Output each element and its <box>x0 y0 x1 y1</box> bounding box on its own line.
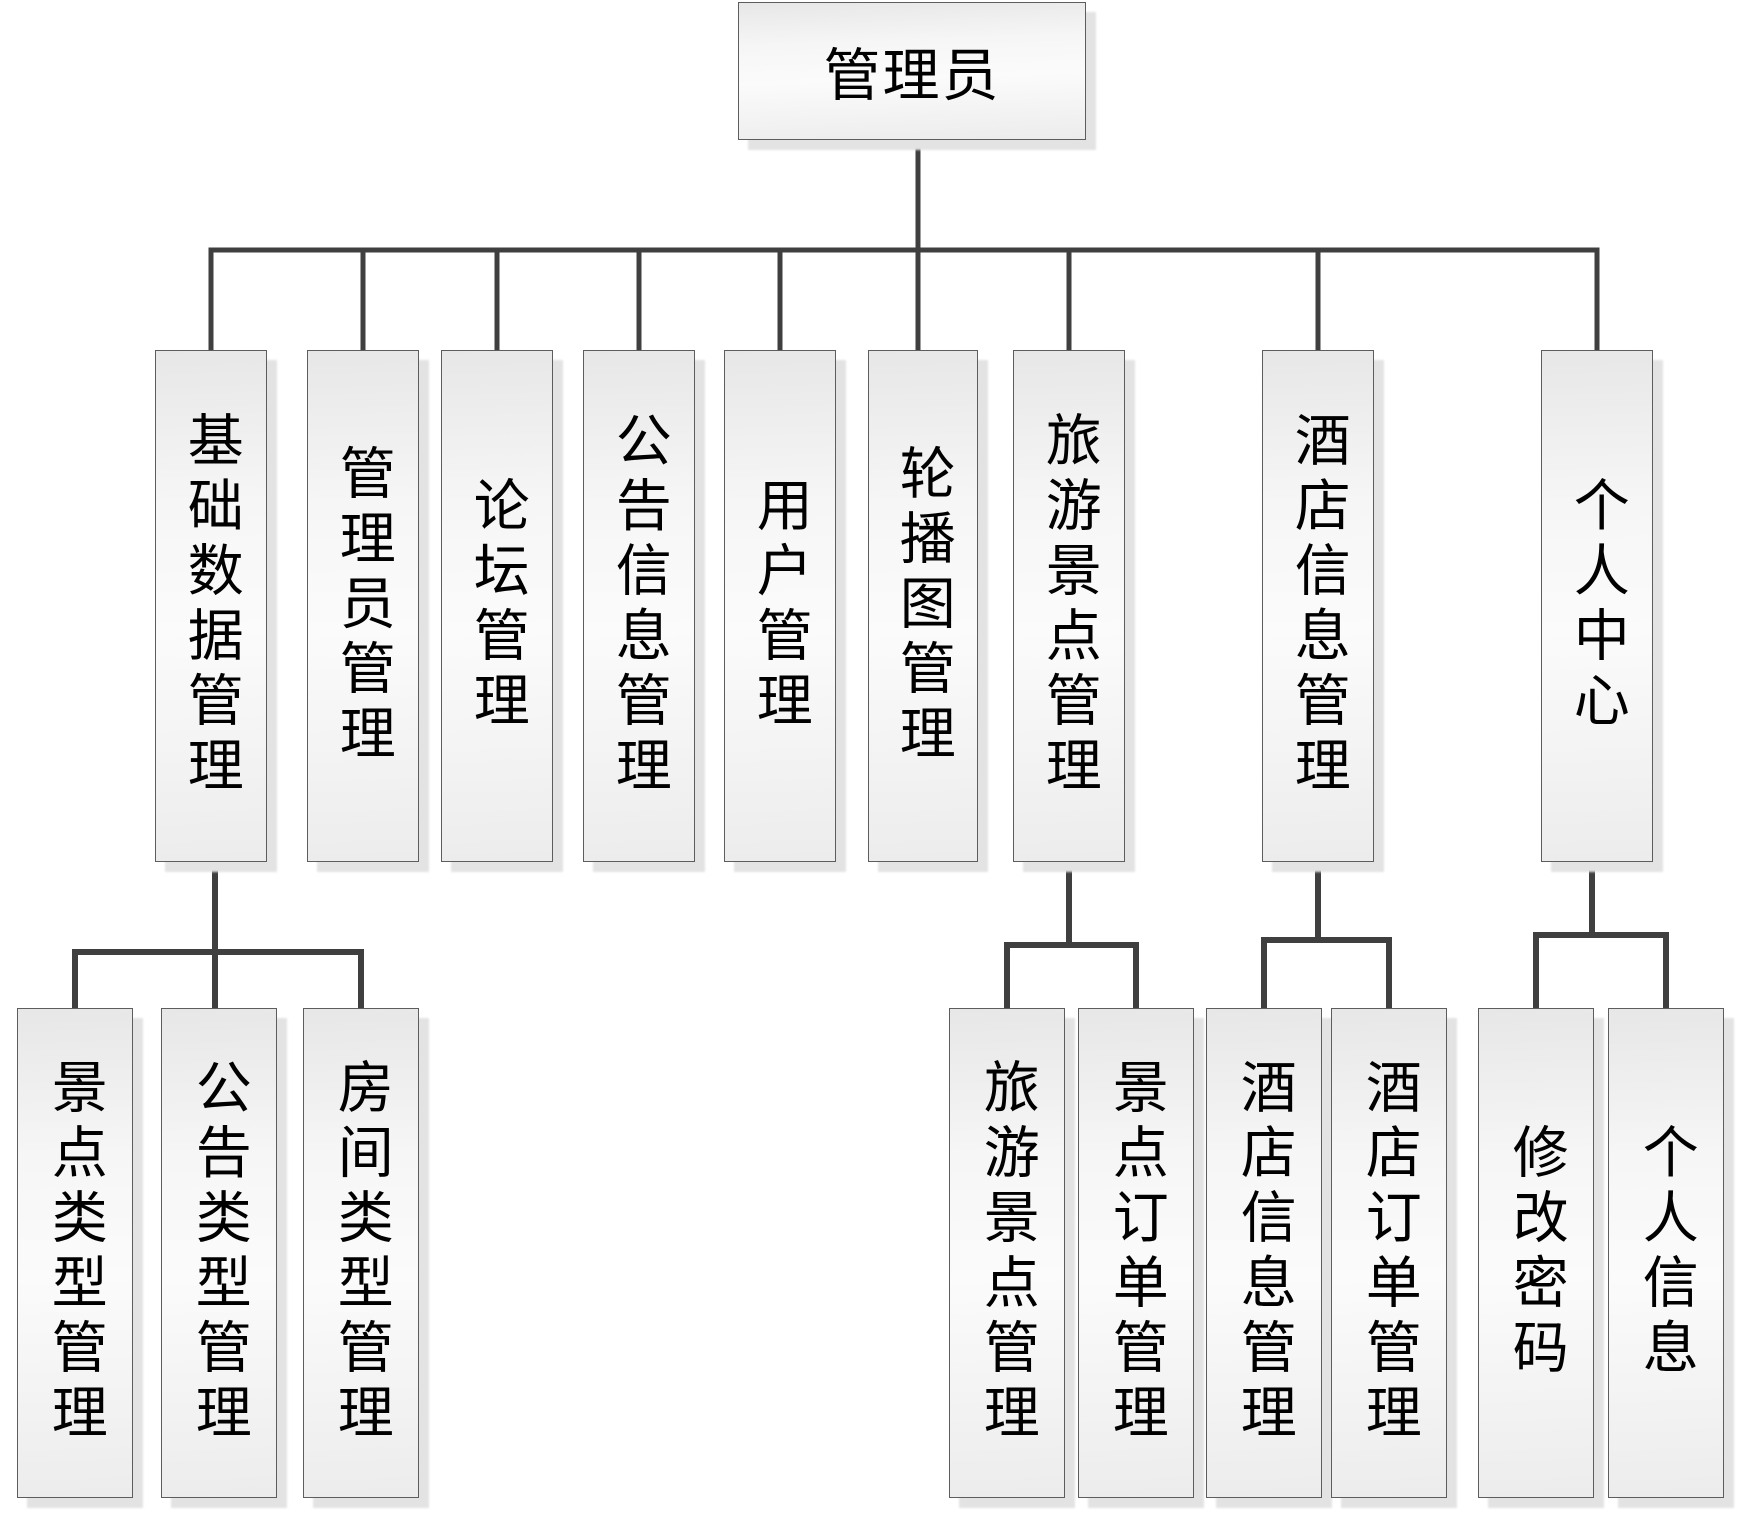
node-basic-data-management-label: 基础数据管理 <box>180 411 244 801</box>
node-personal-info: 个人信息 <box>1608 1008 1724 1498</box>
node-change-password: 修改密码 <box>1478 1008 1594 1498</box>
node-admin-root: 管理员 <box>738 2 1086 140</box>
node-hotel-info-management-label: 酒店信息管理 <box>1287 411 1351 801</box>
node-forum-management-label: 论坛管理 <box>466 476 530 736</box>
node-room-type-management: 房间类型管理 <box>303 1008 419 1498</box>
node-attraction-management-sub: 旅游景点管理 <box>949 1008 1065 1498</box>
node-hotel-order-management-label: 酒店订单管理 <box>1358 1058 1422 1448</box>
connector-main-rail <box>208 247 1600 355</box>
node-personal-center-label: 个人中心 <box>1566 476 1630 736</box>
node-personal-info-label: 个人信息 <box>1635 1123 1699 1383</box>
node-announcement-type-management: 公告类型管理 <box>161 1008 277 1498</box>
node-forum-management: 论坛管理 <box>441 350 553 862</box>
node-hotel-info-management: 酒店信息管理 <box>1262 350 1374 862</box>
node-attraction-order-management-label: 景点订单管理 <box>1105 1058 1169 1448</box>
connector-groupD-rail <box>1533 932 1669 1013</box>
node-announcement-info-management: 公告信息管理 <box>583 350 695 862</box>
node-hotel-order-management: 酒店订单管理 <box>1331 1008 1447 1498</box>
connector-groupC-rail <box>1261 937 1392 1013</box>
node-announcement-info-management-label: 公告信息管理 <box>608 411 672 801</box>
node-attraction-type-management-label: 景点类型管理 <box>44 1058 108 1448</box>
node-hotel-info-management-sub-label: 酒店信息管理 <box>1233 1058 1297 1448</box>
node-user-management: 用户管理 <box>724 350 836 862</box>
node-attraction-management-sub-label: 旅游景点管理 <box>976 1058 1040 1448</box>
node-carousel-management-label: 轮播图管理 <box>892 443 956 769</box>
connector-groupA-rail <box>72 949 364 1013</box>
node-announcement-type-management-label: 公告类型管理 <box>188 1058 252 1448</box>
node-admin-management-label: 管理员管理 <box>332 443 396 769</box>
node-attraction-type-management: 景点类型管理 <box>17 1008 133 1498</box>
node-basic-data-management: 基础数据管理 <box>155 350 267 862</box>
node-personal-center: 个人中心 <box>1541 350 1653 862</box>
node-user-management-label: 用户管理 <box>749 476 813 736</box>
node-admin-management: 管理员管理 <box>307 350 419 862</box>
node-attraction-order-management: 景点订单管理 <box>1078 1008 1194 1498</box>
node-admin-root-label: 管理员 <box>823 44 1001 108</box>
node-attraction-management-label: 旅游景点管理 <box>1038 411 1102 801</box>
node-attraction-management: 旅游景点管理 <box>1013 350 1125 862</box>
node-room-type-management-label: 房间类型管理 <box>330 1058 394 1448</box>
connector-groupB-rail <box>1004 942 1139 1013</box>
node-hotel-info-management-sub: 酒店信息管理 <box>1206 1008 1322 1498</box>
node-change-password-label: 修改密码 <box>1505 1123 1569 1383</box>
node-carousel-management: 轮播图管理 <box>868 350 978 862</box>
